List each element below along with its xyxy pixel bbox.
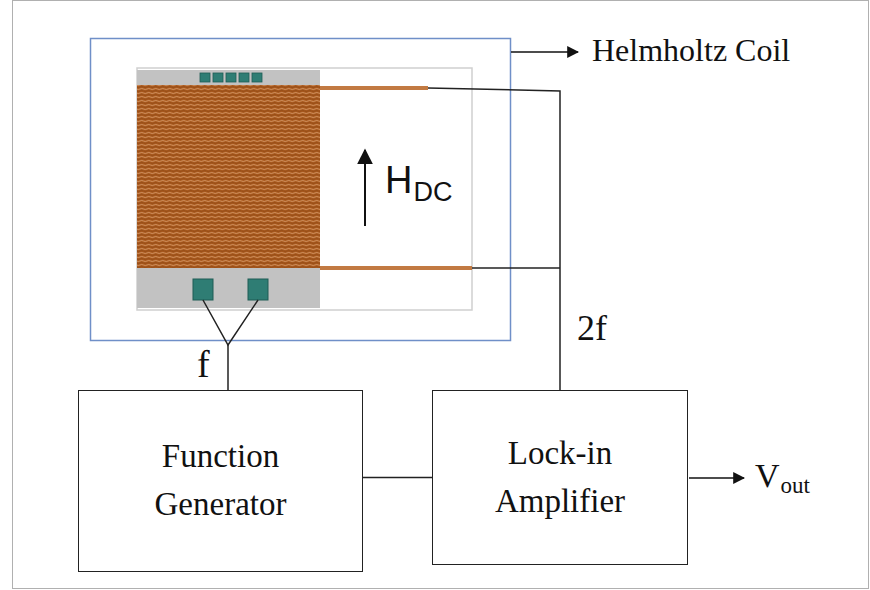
image-frame bbox=[13, 1, 869, 589]
wires bbox=[203, 88, 560, 390]
output-symbol: V bbox=[755, 457, 780, 494]
top-pads bbox=[200, 73, 262, 82]
sensor-chip bbox=[137, 68, 472, 310]
field-arrow bbox=[364, 150, 366, 226]
signal-connector bbox=[363, 477, 432, 479]
instrument-box: Function Generator bbox=[78, 390, 363, 572]
output-arrow bbox=[689, 477, 744, 479]
callout-arrow bbox=[511, 51, 578, 53]
field-symbol: H bbox=[385, 160, 412, 202]
excitation-pad bbox=[193, 279, 213, 300]
callout-label: Helmholtz Coil bbox=[592, 33, 790, 68]
signal-frequency: f bbox=[197, 344, 210, 386]
box-label: Function Generator bbox=[133, 433, 308, 529]
box-label: Lock-in Amplifier bbox=[473, 430, 648, 526]
copper-trace bbox=[320, 266, 472, 270]
output-subscript: out bbox=[781, 473, 810, 498]
pickup-coil bbox=[137, 85, 320, 268]
coil-winding bbox=[137, 85, 320, 268]
signal-frequency: 2f bbox=[577, 309, 607, 349]
copper-trace bbox=[320, 86, 428, 90]
excitation-pad bbox=[248, 279, 268, 300]
helmholtz-coil-outline bbox=[91, 39, 511, 341]
field-subscript: DC bbox=[413, 178, 452, 208]
substrate bbox=[137, 70, 320, 308]
instrument-box: Lock-in Amplifier bbox=[432, 390, 688, 565]
